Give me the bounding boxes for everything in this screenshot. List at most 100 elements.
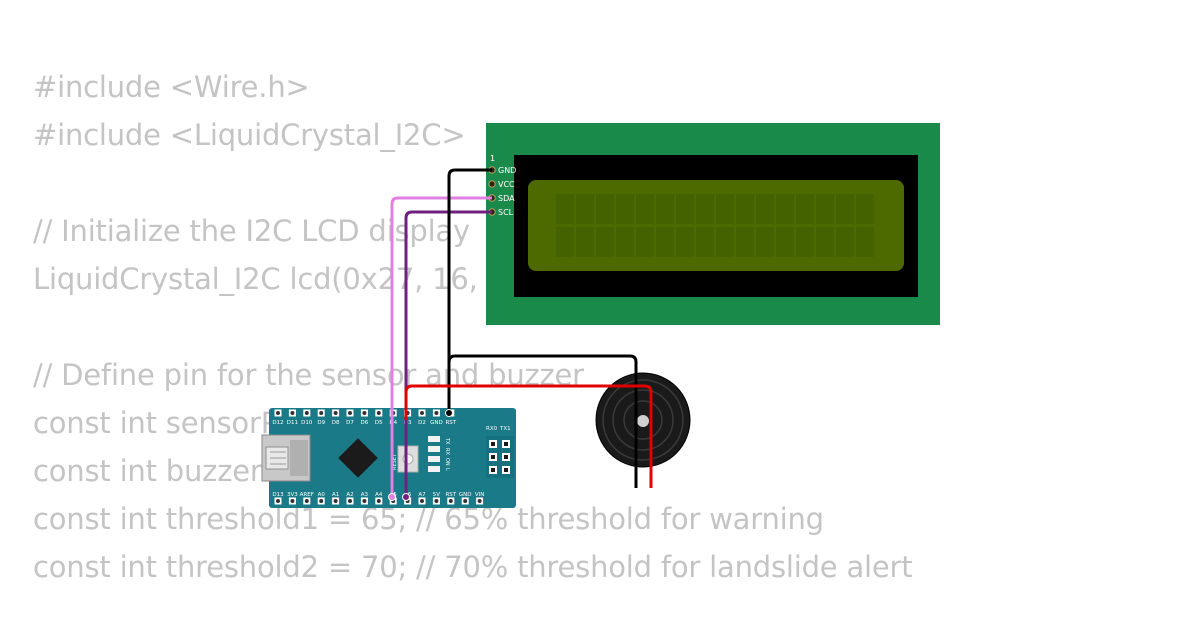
nano-bottom-pin-hole: [290, 499, 295, 503]
nano-top-pin-label: D11: [287, 420, 298, 426]
nano-bottom-pin-hole: [276, 499, 280, 503]
nano-top-pin-label: D5: [375, 420, 383, 426]
lcd-cell: [856, 227, 874, 257]
lcd-screen: [528, 180, 904, 271]
lcd-cell: [696, 227, 714, 257]
nano-led-on: [428, 456, 440, 462]
nano-top-pin-label: D2: [418, 420, 426, 426]
nano-bottom-pin-hole: [319, 499, 324, 503]
lcd-cell: [616, 227, 634, 257]
nano-tx-label: TX1: [499, 426, 511, 432]
wire-buzzer-signal[interactable]: [404, 384, 653, 462]
lcd-cell: [556, 194, 574, 224]
lcd-cell: [576, 227, 594, 257]
nano-bottom-pin-hole: [348, 499, 352, 503]
wire-scl[interactable]: [404, 210, 492, 496]
nano-led-label-rx: RX: [444, 448, 450, 455]
nano-mcu-chip: [338, 438, 378, 478]
nano-top-pin-hole: [319, 411, 324, 415]
nano-bottom-pin-label: D13: [272, 492, 284, 498]
nano-bottom-pin-hole: [333, 499, 338, 503]
lcd-cell: [716, 227, 734, 257]
nano-top-pin-hole: [304, 411, 309, 415]
nano-icsp-header: [486, 436, 514, 478]
code-line-11: const int threshold2 = 70; // 70% thresh…: [33, 550, 913, 584]
buzzer[interactable]: [595, 372, 691, 488]
nano-top-pin-hole: [290, 411, 295, 415]
nano-top-pin-hole: [420, 411, 424, 415]
wire-gnd-buzzer[interactable]: [447, 354, 638, 462]
nano-bottom-pin-hole: [304, 499, 309, 503]
nano-top-pin-hole: [362, 411, 367, 415]
wire-end-scl: [402, 493, 410, 501]
lcd-cell: [776, 194, 794, 224]
lcd-pin-label-sda: SDA: [498, 194, 515, 203]
nano-bottom-pin-label: A1: [332, 492, 339, 498]
nano-top-pin-hole: [276, 411, 280, 415]
lcd-cell: [636, 227, 654, 257]
lcd-cell: [816, 227, 834, 257]
nano-top-pin-hole: [333, 411, 338, 415]
lcd-cell: [656, 194, 674, 224]
nano-top-pin-label: D6: [361, 420, 369, 426]
lcd-cell: [796, 194, 814, 224]
nano-bottom-pin-label: A2: [346, 492, 353, 498]
lcd-cell: [696, 194, 714, 224]
lcd-cell: [676, 194, 694, 224]
lcd-cell: [736, 227, 754, 257]
nano-bottom-pin-label: A4: [375, 492, 383, 498]
lcd-cell: [836, 194, 854, 224]
nano-top-pin-hole: [434, 411, 439, 415]
nano-rx-label: RX0: [486, 426, 498, 432]
nano-reset-label: RESET: [392, 453, 398, 470]
nano-bottom-pin-label: A3: [361, 492, 369, 498]
nano-bottom-pin-label: 5V: [433, 492, 440, 498]
lcd-pin1-marker: 1: [490, 154, 495, 163]
lcd-cell: [656, 227, 674, 257]
nano-top-pin-hole: [376, 411, 381, 415]
code-line-1: #include <Wire.h>: [33, 70, 310, 104]
lcd-cell: [836, 227, 854, 257]
buzzer-hole: [637, 415, 649, 427]
wire-gnd-lcd[interactable]: [447, 168, 492, 412]
nano-led-rx: [428, 446, 440, 452]
nano-top-pin-label: D8: [332, 420, 340, 426]
lcd-cell-grid: [556, 194, 874, 257]
lcd-cell: [816, 194, 834, 224]
nano-led-label-l: L: [444, 468, 450, 471]
lcd-cell: [736, 194, 754, 224]
lcd-cell: [616, 194, 634, 224]
nano-bottom-header: D133V3AREFA0A1A2A3A4A5A6A75VRSTGNDVIN: [272, 492, 484, 505]
lcd-cell: [856, 194, 874, 224]
code-line-10: const int threshold1 = 65; // 65% thresh…: [33, 502, 824, 536]
nano-led-label-tx: TX: [444, 437, 450, 445]
nano-bottom-pin-label: A0: [318, 492, 326, 498]
lcd-cell: [576, 194, 594, 224]
lcd-pin-vcc[interactable]: [488, 180, 496, 188]
nano-bottom-pin-hole: [448, 499, 453, 503]
wire-end-sda: [388, 493, 396, 501]
nano-bottom-pin-hole: [420, 499, 424, 503]
lcd-cell: [716, 194, 734, 224]
nano-top-pin-label: D10: [301, 420, 313, 426]
lcd-cell: [596, 194, 614, 224]
lcd-cell: [756, 227, 774, 257]
lcd-cell: [776, 227, 794, 257]
buzzer-ring-inner: [623, 400, 663, 440]
code-line-4: // Initialize the I2C LCD display: [33, 214, 470, 248]
lcd-cell: [676, 227, 694, 257]
lcd-cell: [636, 194, 654, 224]
nano-top-pin-label: RST: [445, 420, 456, 426]
nano-bottom-pin-hole: [362, 499, 367, 503]
nano-bottom-pin-label: VIN: [475, 492, 485, 498]
nano-led-label-on: ON: [444, 458, 450, 466]
nano-bottom-pin-hole: [376, 499, 381, 503]
wire-sda[interactable]: [390, 196, 492, 496]
wires: [388, 168, 653, 501]
lcd-display[interactable]: 1 GND VCC SDA SCL: [486, 123, 940, 325]
nano-bottom-pin-label: A7: [418, 492, 426, 498]
nano-led-tx: [428, 436, 440, 442]
